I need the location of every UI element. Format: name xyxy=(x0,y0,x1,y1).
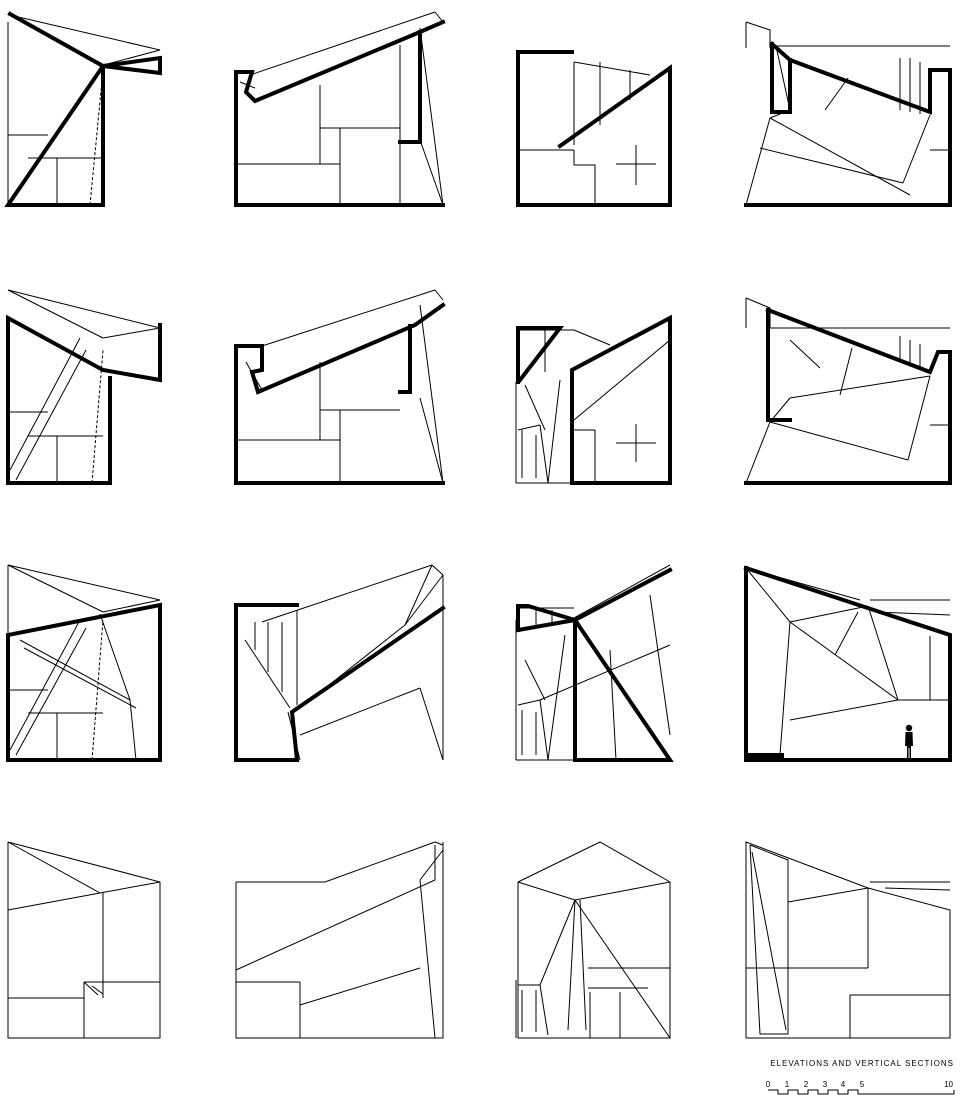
scale-tick-5: 5 xyxy=(860,1080,865,1089)
section-r2-c3 xyxy=(515,314,672,485)
scale-tick-1: 1 xyxy=(785,1080,790,1089)
scale-tick-4: 4 xyxy=(841,1080,846,1089)
scale-tick-3: 3 xyxy=(823,1080,828,1089)
section-r2-c1 xyxy=(6,289,162,485)
section-r1-c4 xyxy=(744,21,952,207)
human-figure-icon xyxy=(905,724,913,760)
section-r3-c1 xyxy=(6,564,162,762)
elevation-r4-c4 xyxy=(745,841,951,1039)
section-r3-c3 xyxy=(515,564,674,762)
scale-tick-10: 10 xyxy=(944,1080,953,1089)
section-r3-c2 xyxy=(234,564,446,762)
section-r2-c4 xyxy=(744,297,952,485)
scale-tick-2: 2 xyxy=(804,1080,809,1089)
section-r2-c2 xyxy=(234,289,446,485)
elevation-r4-c2 xyxy=(235,841,444,1039)
section-r1-c3 xyxy=(516,50,672,207)
section-r1-c1 xyxy=(4,11,162,207)
elevation-r4-c1 xyxy=(7,841,161,1039)
scale-bar: 0 1 2 3 4 5 10 xyxy=(766,1080,955,1095)
scale-tick-0: 0 xyxy=(766,1080,771,1089)
section-r1-c2 xyxy=(234,11,446,207)
elevation-r4-c3 xyxy=(515,841,671,1039)
sheet-caption: ELEVATIONS AND VERTICAL SECTIONS xyxy=(770,1059,954,1068)
section-r3-c4 xyxy=(743,565,952,762)
floor-slab xyxy=(746,753,784,760)
